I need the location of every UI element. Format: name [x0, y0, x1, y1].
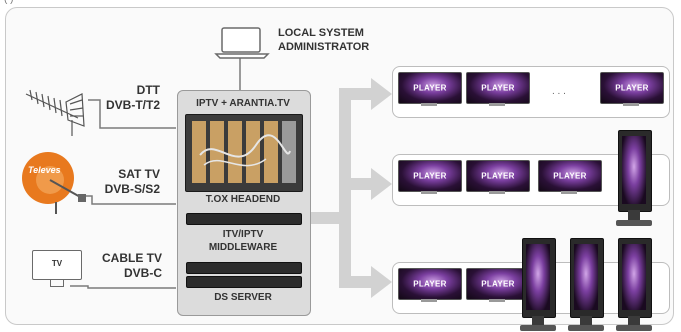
distribution-arrows: [309, 78, 392, 298]
sat-brand-logo: Televes: [28, 165, 61, 175]
ds-server-rack-unit: [186, 262, 302, 274]
admin-label-line2: ADMINISTRATOR: [278, 41, 370, 53]
sat-label-line2: DVB-S/S2: [104, 182, 160, 196]
player-label: PLAYER: [413, 279, 447, 289]
tv-label: TV: [51, 259, 63, 268]
middleware-rack-unit: [186, 213, 302, 225]
admin-label-line1: LOCAL SYSTEM: [278, 27, 364, 39]
more-players-ellipsis: . . .: [552, 86, 566, 97]
sat-link-line: [78, 195, 176, 205]
player-label: PLAYER: [413, 171, 447, 181]
player-screen-1b: PLAYER: [466, 72, 530, 104]
player-screen-2b: PLAYER: [466, 160, 530, 192]
kiosk-totem-3: [566, 238, 606, 332]
player-screen-3a: PLAYER: [398, 268, 462, 300]
player-label: PLAYER: [413, 83, 447, 93]
player-screen-1a: PLAYER: [398, 72, 462, 104]
headend-label: T.OX HEADEND: [205, 194, 281, 205]
kiosk-totem-4: [614, 238, 654, 332]
kiosk-totem-2: [518, 238, 558, 332]
cable-tv-base: [50, 280, 64, 287]
ds-server-rack-unit-2: [186, 276, 302, 288]
player-label: PLAYER: [481, 279, 515, 289]
middleware-line2: MIDDLEWARE: [208, 242, 278, 253]
laptop-icon: [214, 27, 270, 59]
top-cut-label: ( ): [4, 0, 13, 6]
cable-link-line: [70, 285, 176, 289]
player-label: PLAYER: [481, 83, 515, 93]
middleware-line1: ITV/IPTV: [222, 229, 264, 240]
ds-server-label: DS SERVER: [214, 292, 272, 303]
player-screen-3b: PLAYER: [466, 268, 530, 300]
cable-tv-icon: TV: [32, 250, 82, 280]
player-screen-2c: PLAYER: [538, 160, 602, 192]
kiosk-totem-1: [614, 130, 654, 226]
dtt-label-line1: DTT: [136, 83, 160, 97]
player-screen-2a: PLAYER: [398, 160, 462, 192]
headend-chassis: [185, 114, 303, 192]
sat-label-line1: SAT TV: [118, 167, 160, 181]
player-label: PLAYER: [615, 83, 649, 93]
headend-title: IPTV + ARANTIA.TV: [196, 98, 290, 109]
dtt-label-line2: DVB-T/T2: [106, 98, 160, 112]
satellite-dish-icon: [22, 152, 86, 214]
cable-label-line1: CABLE TV: [102, 251, 162, 265]
player-label: PLAYER: [481, 171, 515, 181]
dtt-link-line: [88, 99, 176, 129]
antenna-icon: [25, 89, 85, 136]
player-label: PLAYER: [553, 171, 587, 181]
player-screen-1c: PLAYER: [600, 72, 664, 104]
cable-label-line2: DVB-C: [124, 266, 162, 280]
